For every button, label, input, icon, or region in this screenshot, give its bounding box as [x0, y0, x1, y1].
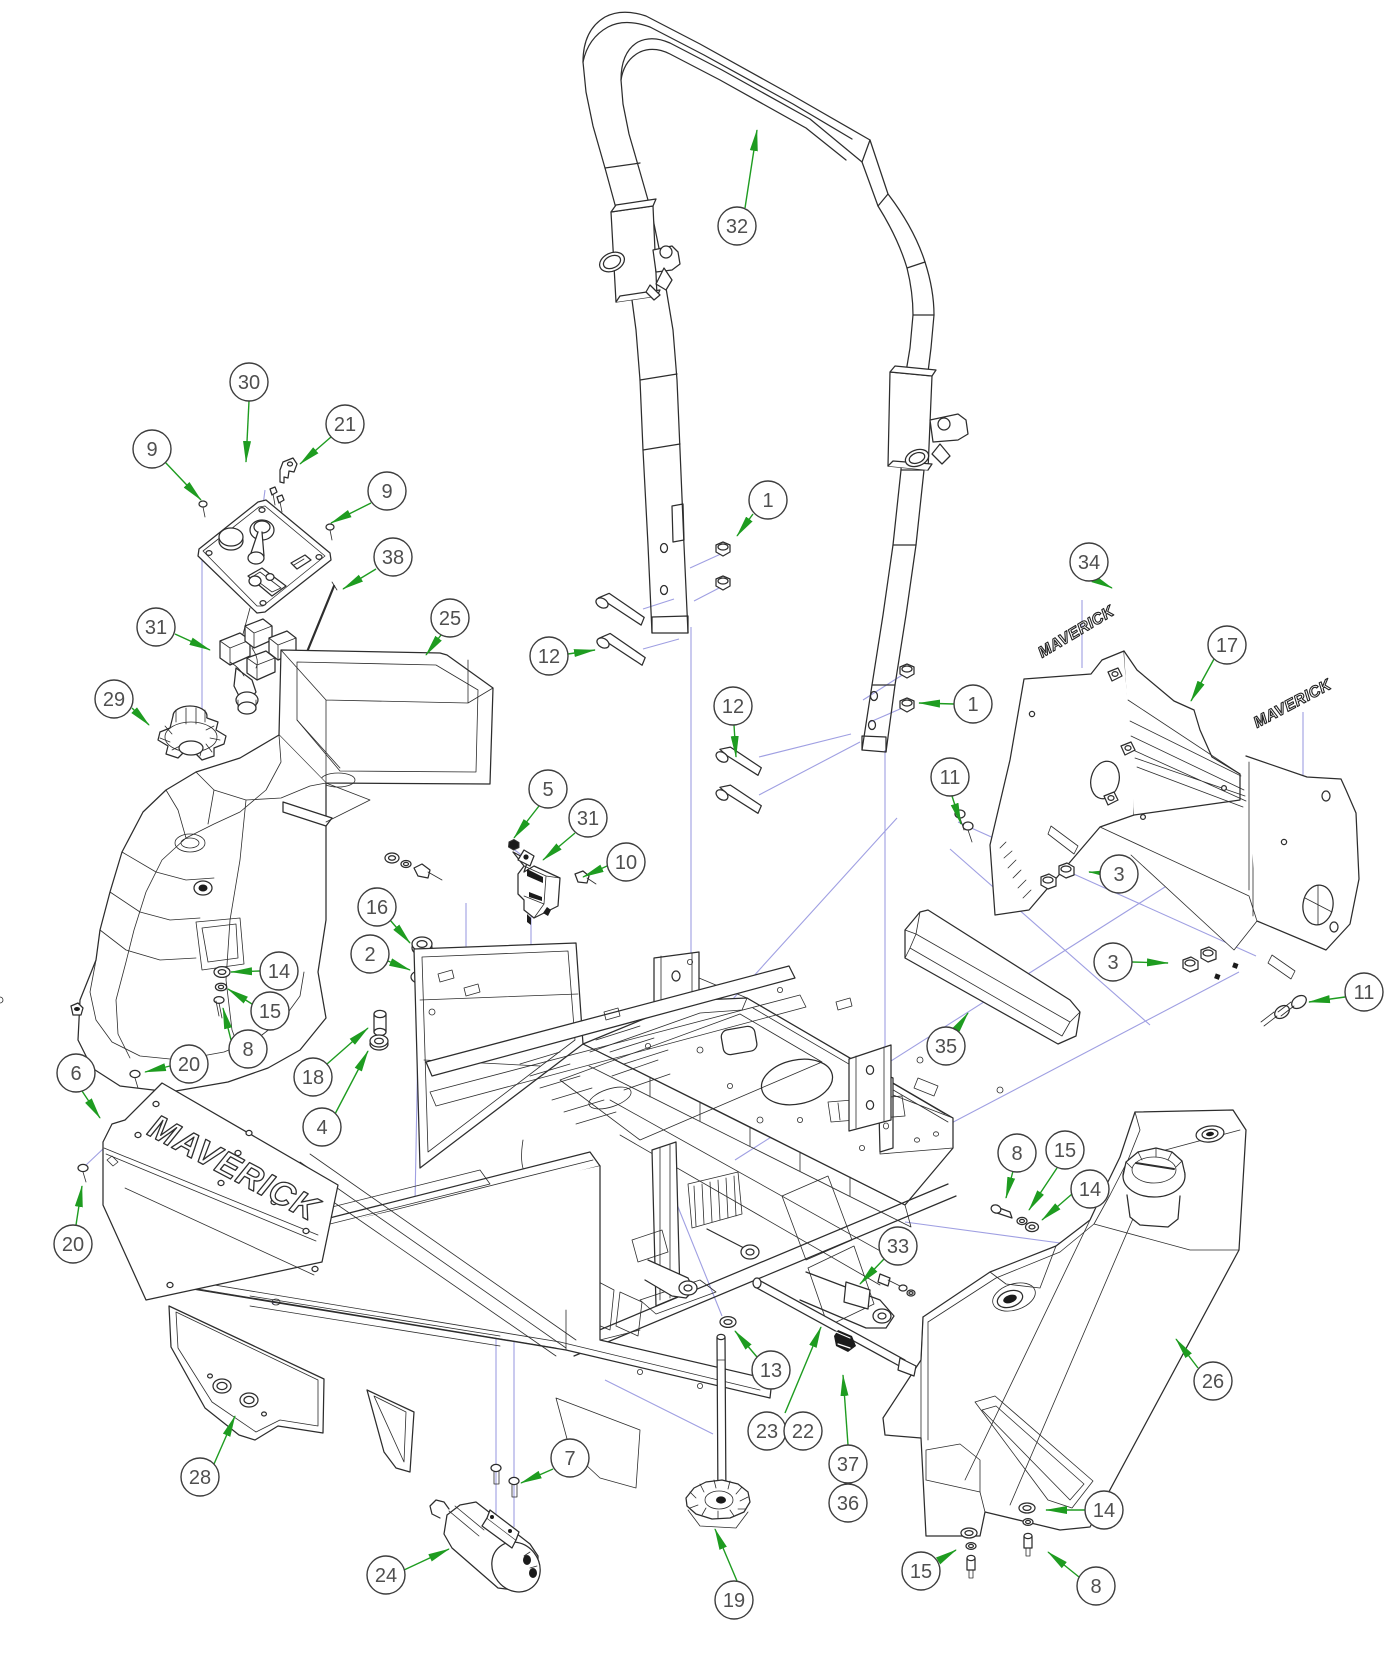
- svg-text:26: 26: [1202, 1371, 1224, 1393]
- svg-text:15: 15: [910, 1561, 932, 1583]
- svg-text:8: 8: [242, 1039, 253, 1061]
- svg-text:9: 9: [146, 439, 157, 461]
- svg-text:14: 14: [1079, 1179, 1101, 1201]
- svg-text:1: 1: [967, 694, 978, 716]
- svg-text:13: 13: [760, 1360, 782, 1382]
- svg-text:33: 33: [887, 1236, 909, 1258]
- svg-text:11: 11: [1354, 982, 1375, 1004]
- svg-text:31: 31: [577, 808, 599, 830]
- svg-text:8: 8: [1090, 1576, 1101, 1598]
- svg-text:7: 7: [564, 1448, 575, 1470]
- svg-text:20: 20: [178, 1054, 200, 1076]
- svg-text:12: 12: [722, 696, 744, 718]
- svg-text:15: 15: [259, 1001, 281, 1023]
- svg-text:11: 11: [940, 767, 961, 789]
- svg-text:5: 5: [542, 779, 553, 801]
- svg-text:25: 25: [439, 608, 461, 630]
- svg-text:30: 30: [238, 372, 260, 394]
- svg-text:34: 34: [1078, 552, 1100, 574]
- svg-text:38: 38: [382, 547, 404, 569]
- svg-text:37: 37: [837, 1454, 859, 1476]
- svg-text:1: 1: [762, 490, 773, 512]
- svg-text:12: 12: [538, 646, 560, 668]
- svg-text:10: 10: [615, 852, 637, 874]
- svg-text:36: 36: [837, 1493, 859, 1515]
- svg-text:16: 16: [366, 897, 388, 919]
- svg-text:18: 18: [302, 1067, 324, 1089]
- svg-text:8: 8: [1011, 1143, 1022, 1165]
- svg-text:15: 15: [1054, 1140, 1076, 1162]
- svg-text:3: 3: [1113, 864, 1124, 886]
- svg-text:32: 32: [726, 216, 748, 238]
- svg-text:28: 28: [189, 1467, 211, 1489]
- svg-text:20: 20: [62, 1234, 84, 1256]
- svg-text:31: 31: [145, 617, 167, 639]
- svg-text:22: 22: [792, 1421, 814, 1443]
- svg-text:3: 3: [1107, 952, 1118, 974]
- svg-text:14: 14: [268, 961, 290, 983]
- svg-text:21: 21: [334, 414, 356, 436]
- svg-text:17: 17: [1216, 635, 1238, 657]
- svg-text:29: 29: [103, 689, 125, 711]
- svg-text:14: 14: [1093, 1500, 1115, 1522]
- svg-text:23: 23: [756, 1421, 778, 1443]
- svg-text:4: 4: [316, 1117, 327, 1139]
- svg-text:24: 24: [375, 1565, 397, 1587]
- svg-text:9: 9: [381, 481, 392, 503]
- svg-text:19: 19: [723, 1590, 745, 1612]
- svg-text:35: 35: [935, 1036, 957, 1058]
- svg-text:6: 6: [70, 1063, 81, 1085]
- svg-text:2: 2: [364, 944, 375, 966]
